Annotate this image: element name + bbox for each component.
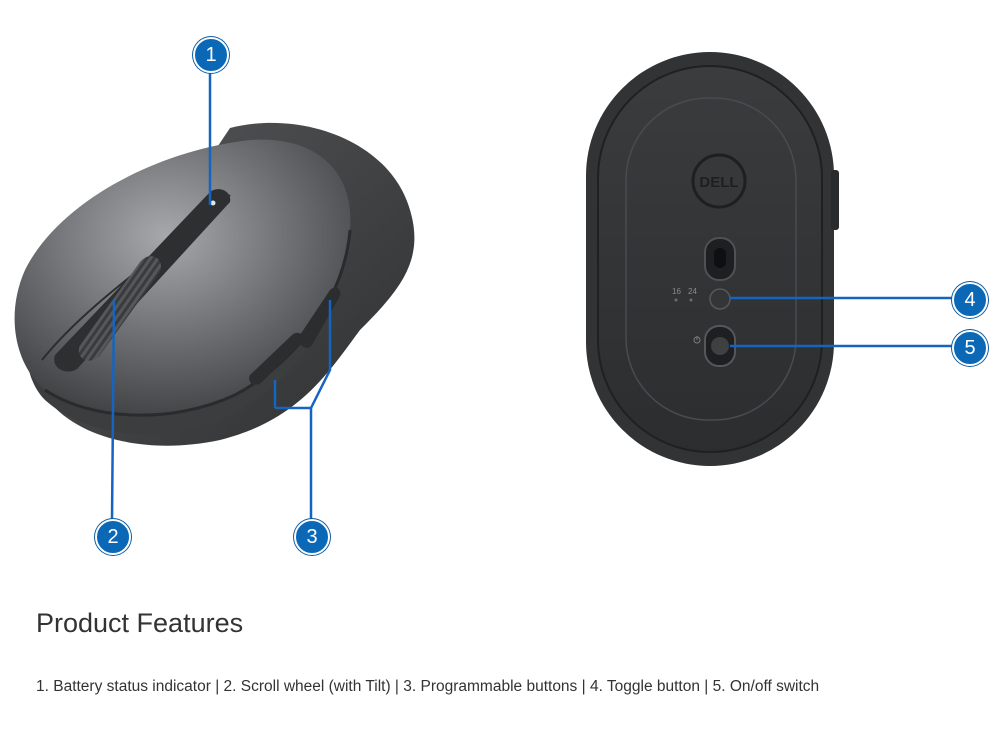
dpi-label-16: 16 [672, 287, 681, 296]
dpi-label-24: 24 [688, 287, 697, 296]
callout-3: 3 [294, 519, 330, 555]
dell-logo-text: DELL [699, 174, 738, 191]
mouse-bottom-view: DELL 16 24 [586, 52, 839, 466]
callout-4: 4 [952, 282, 988, 318]
dell-logo: DELL [691, 153, 747, 209]
callout-5: 5 [952, 330, 988, 366]
toggle-button-graphic [709, 288, 731, 310]
mouse-top-view [14, 122, 415, 446]
callout-1: 1 [193, 37, 229, 73]
callout-2: 2 [95, 519, 131, 555]
product-features-heading: Product Features [36, 608, 244, 638]
product-features-description: 1. Battery status indicator | 2. Scroll … [36, 678, 820, 695]
callout-lines [110, 70, 955, 521]
mouse-illustration: DELL 16 24 [14, 52, 955, 521]
power-icon [693, 336, 701, 344]
product-illustration: DELL 16 24 [14, 37, 988, 555]
